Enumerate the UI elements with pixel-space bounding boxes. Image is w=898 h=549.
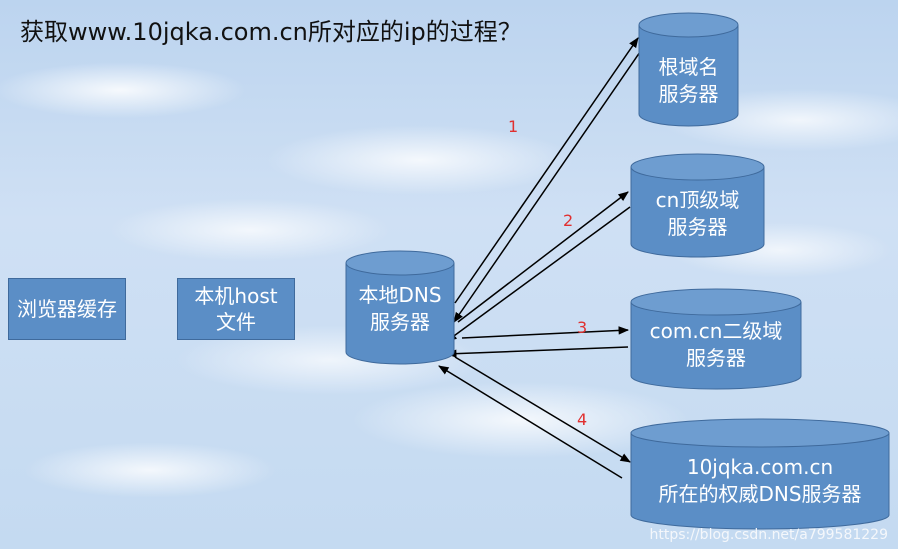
arrow-step3-response: [445, 346, 629, 358]
arrow-step2-request: [457, 191, 629, 323]
step-number-4: 4: [577, 410, 588, 429]
step-number-3: 3: [577, 318, 588, 337]
arrow-step2-response: [446, 206, 631, 342]
root-label-line2: 服务器: [658, 82, 719, 106]
authoritative-dns-server: 10jqka.com.cn 所在的权威DNS服务器: [630, 418, 890, 530]
host-file-label-line1: 本机host: [194, 284, 278, 308]
cylinder-shape: [638, 12, 739, 127]
arrow-step1-request: [454, 37, 639, 304]
arrow-step3-request: [461, 326, 630, 339]
cn-tld-server: cn顶级域 服务器: [630, 153, 765, 258]
arrow-step4-request: [454, 356, 631, 463]
host-file-box: 本机host 文件: [177, 278, 295, 340]
watermark: https://blog.csdn.net/a799581229: [649, 527, 889, 543]
comcn-sld-label-line1: com.cn二级域: [649, 319, 783, 343]
root-label-line1: 根域名: [658, 55, 719, 79]
browser-cache-label: 浏览器缓存: [17, 297, 117, 321]
cylinder-shape: [630, 288, 802, 390]
arrow-step1-response: [453, 51, 641, 323]
step-number-1: 1: [508, 117, 519, 136]
cn-tld-label-line1: cn顶级域: [655, 188, 740, 212]
comcn-sld-label-line2: 服务器: [686, 346, 746, 370]
local-dns-server: 本地DNS 服务器: [345, 250, 455, 365]
auth-label-line1: 10jqka.com.cn: [686, 455, 834, 479]
arrow-step4-response: [438, 365, 623, 479]
local-dns-label-line2: 服务器: [370, 310, 430, 334]
comcn-sld-server: com.cn二级域 服务器: [630, 288, 802, 390]
step-number-2: 2: [563, 211, 574, 230]
auth-label-line2: 所在的权威DNS服务器: [658, 482, 862, 506]
page-title: 获取www.10jqka.com.cn所对应的ip的过程？: [20, 18, 522, 46]
cylinder-shape: [630, 153, 765, 258]
cylinder-shape: [630, 418, 890, 530]
local-dns-label-line1: 本地DNS: [358, 283, 442, 307]
host-file-label-line2: 文件: [216, 310, 256, 334]
cylinder-shape: [345, 250, 455, 365]
root-server: 根域名 服务器: [638, 12, 739, 127]
browser-cache-box: 浏览器缓存: [8, 278, 126, 340]
cn-tld-label-line2: 服务器: [667, 215, 728, 239]
